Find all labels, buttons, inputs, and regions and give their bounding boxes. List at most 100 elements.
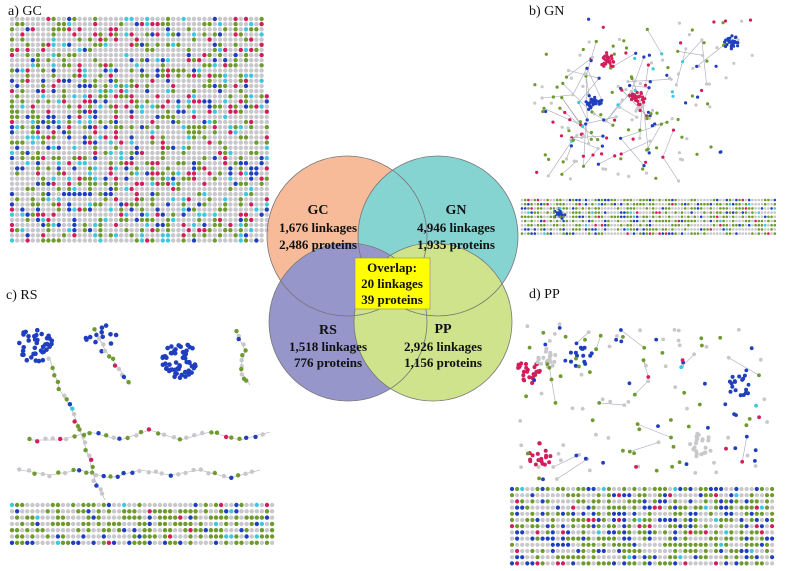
network-node bbox=[93, 119, 98, 125]
network-node bbox=[165, 78, 171, 84]
network-node bbox=[25, 32, 30, 37]
network-node bbox=[165, 125, 171, 130]
network-node bbox=[249, 94, 254, 99]
network-node bbox=[186, 88, 191, 94]
network-node bbox=[87, 47, 93, 53]
network-node bbox=[87, 83, 93, 89]
network-node bbox=[134, 52, 139, 58]
network-node bbox=[119, 68, 124, 73]
network-node bbox=[20, 68, 25, 73]
network-node bbox=[223, 83, 228, 89]
network-node bbox=[15, 63, 20, 68]
network-node bbox=[238, 99, 243, 104]
network-node bbox=[165, 130, 171, 135]
network-node bbox=[150, 32, 155, 37]
network-node bbox=[51, 78, 56, 84]
network-node bbox=[186, 109, 191, 114]
network-node bbox=[249, 130, 254, 135]
network-node bbox=[145, 16, 150, 22]
network-node bbox=[238, 130, 243, 135]
network-node bbox=[191, 119, 197, 125]
network-node bbox=[46, 109, 51, 114]
network-node bbox=[93, 83, 98, 89]
network-node bbox=[160, 73, 165, 78]
network-node bbox=[46, 47, 51, 53]
network-node bbox=[61, 94, 67, 99]
network-node bbox=[217, 58, 223, 63]
network-node bbox=[217, 99, 223, 104]
network-node bbox=[139, 83, 145, 89]
network-node bbox=[25, 47, 30, 53]
network-node bbox=[61, 21, 67, 27]
network-node bbox=[243, 42, 249, 47]
network-node bbox=[9, 114, 15, 120]
network-node bbox=[103, 109, 108, 114]
network-node bbox=[145, 83, 150, 89]
network-node bbox=[129, 21, 134, 27]
network-node bbox=[176, 119, 181, 125]
network-node bbox=[61, 135, 67, 140]
network-node bbox=[228, 27, 233, 32]
network-node bbox=[176, 130, 181, 135]
network-node bbox=[223, 47, 228, 53]
network-node bbox=[171, 130, 176, 135]
network-node bbox=[212, 119, 217, 125]
network-node bbox=[176, 68, 181, 73]
network-node bbox=[35, 63, 41, 68]
network-node bbox=[217, 68, 223, 73]
network-node bbox=[87, 21, 93, 27]
venn-gc-name: GC bbox=[308, 203, 329, 218]
network-node bbox=[25, 114, 30, 120]
network-node bbox=[72, 63, 77, 68]
network-node bbox=[223, 130, 228, 135]
network-node bbox=[223, 125, 228, 130]
network-node bbox=[134, 37, 139, 42]
network-node bbox=[145, 114, 150, 120]
network-node bbox=[207, 94, 212, 99]
network-node bbox=[249, 63, 254, 68]
network-node bbox=[176, 32, 181, 37]
network-node bbox=[197, 21, 202, 27]
network-node bbox=[77, 99, 82, 104]
network-node bbox=[30, 135, 35, 140]
network-node bbox=[155, 32, 160, 37]
network-node bbox=[197, 119, 202, 125]
network-node bbox=[98, 63, 103, 68]
network-node bbox=[119, 52, 124, 58]
network-node bbox=[181, 130, 186, 135]
network-node bbox=[108, 63, 114, 68]
network-node bbox=[108, 21, 114, 27]
network-node bbox=[217, 73, 223, 78]
network-node bbox=[150, 73, 155, 78]
network-node bbox=[228, 68, 233, 73]
network-node bbox=[176, 42, 181, 47]
network-node bbox=[233, 37, 238, 42]
network-node bbox=[223, 73, 228, 78]
network-node bbox=[56, 73, 61, 78]
network-node bbox=[243, 99, 249, 104]
network-node bbox=[25, 63, 30, 68]
network-node bbox=[51, 104, 56, 109]
network-node bbox=[30, 58, 35, 63]
network-node bbox=[171, 78, 176, 84]
network-node bbox=[20, 78, 25, 84]
network-node bbox=[98, 114, 103, 120]
network-node bbox=[171, 114, 176, 120]
network-node bbox=[35, 32, 41, 37]
network-node bbox=[51, 47, 56, 53]
network-node bbox=[181, 16, 186, 22]
network-node bbox=[191, 37, 197, 42]
network-node bbox=[160, 27, 165, 32]
network-node bbox=[202, 130, 207, 135]
network-node bbox=[25, 109, 30, 114]
network-node bbox=[87, 37, 93, 42]
network-node bbox=[129, 88, 134, 94]
network-node bbox=[82, 68, 88, 73]
network-node bbox=[56, 42, 61, 47]
network-node bbox=[145, 32, 150, 37]
network-node bbox=[134, 63, 139, 68]
network-node bbox=[98, 104, 103, 109]
network-node bbox=[103, 104, 108, 109]
network-node bbox=[51, 94, 56, 99]
network-node bbox=[155, 68, 160, 73]
